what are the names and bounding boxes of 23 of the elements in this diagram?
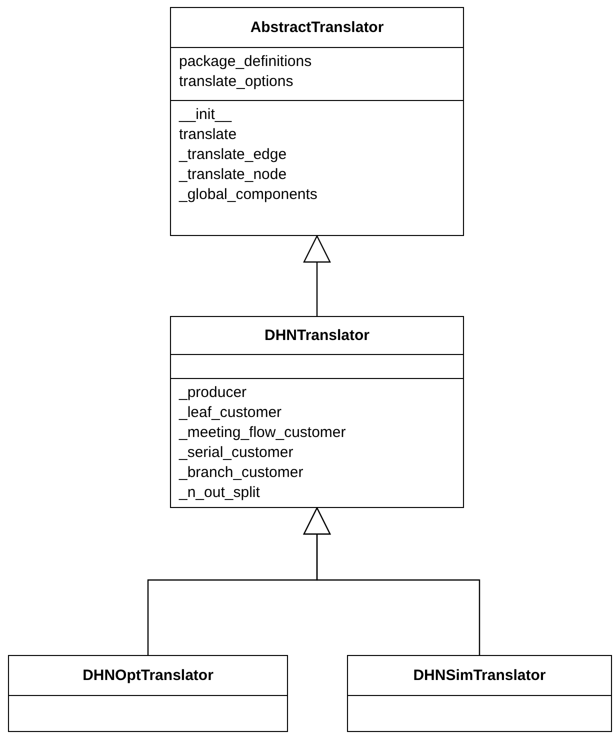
member-name: package_definitions — [179, 52, 313, 72]
member-name: _serial_customer — [179, 443, 294, 463]
class-box — [8, 655, 288, 732]
member-name: _n_out_split — [179, 483, 261, 503]
member-name: _meeting_flow_customer — [179, 423, 347, 443]
class-name: DHNTranslator — [263, 326, 371, 346]
member-name: translate_options — [179, 72, 294, 92]
class-box — [347, 655, 612, 732]
member-name: translate — [179, 125, 238, 145]
class-name: DHNSimTranslator — [412, 666, 547, 686]
member-name: _translate_node — [179, 165, 288, 185]
inheritance-arrow — [303, 235, 331, 316]
member-name: __init__ — [179, 105, 233, 125]
inheritance-arrow — [303, 507, 480, 655]
class-box — [170, 316, 464, 508]
class-name: AbstractTranslator — [249, 18, 385, 38]
member-name: _producer — [179, 383, 248, 403]
member-name: _translate_edge — [179, 145, 288, 165]
class-name: DHNOptTranslator — [82, 666, 214, 686]
class-box — [170, 7, 464, 236]
member-name: _branch_customer — [179, 463, 304, 483]
member-name: _global_components — [179, 185, 318, 205]
member-name: _leaf_customer — [179, 403, 283, 423]
